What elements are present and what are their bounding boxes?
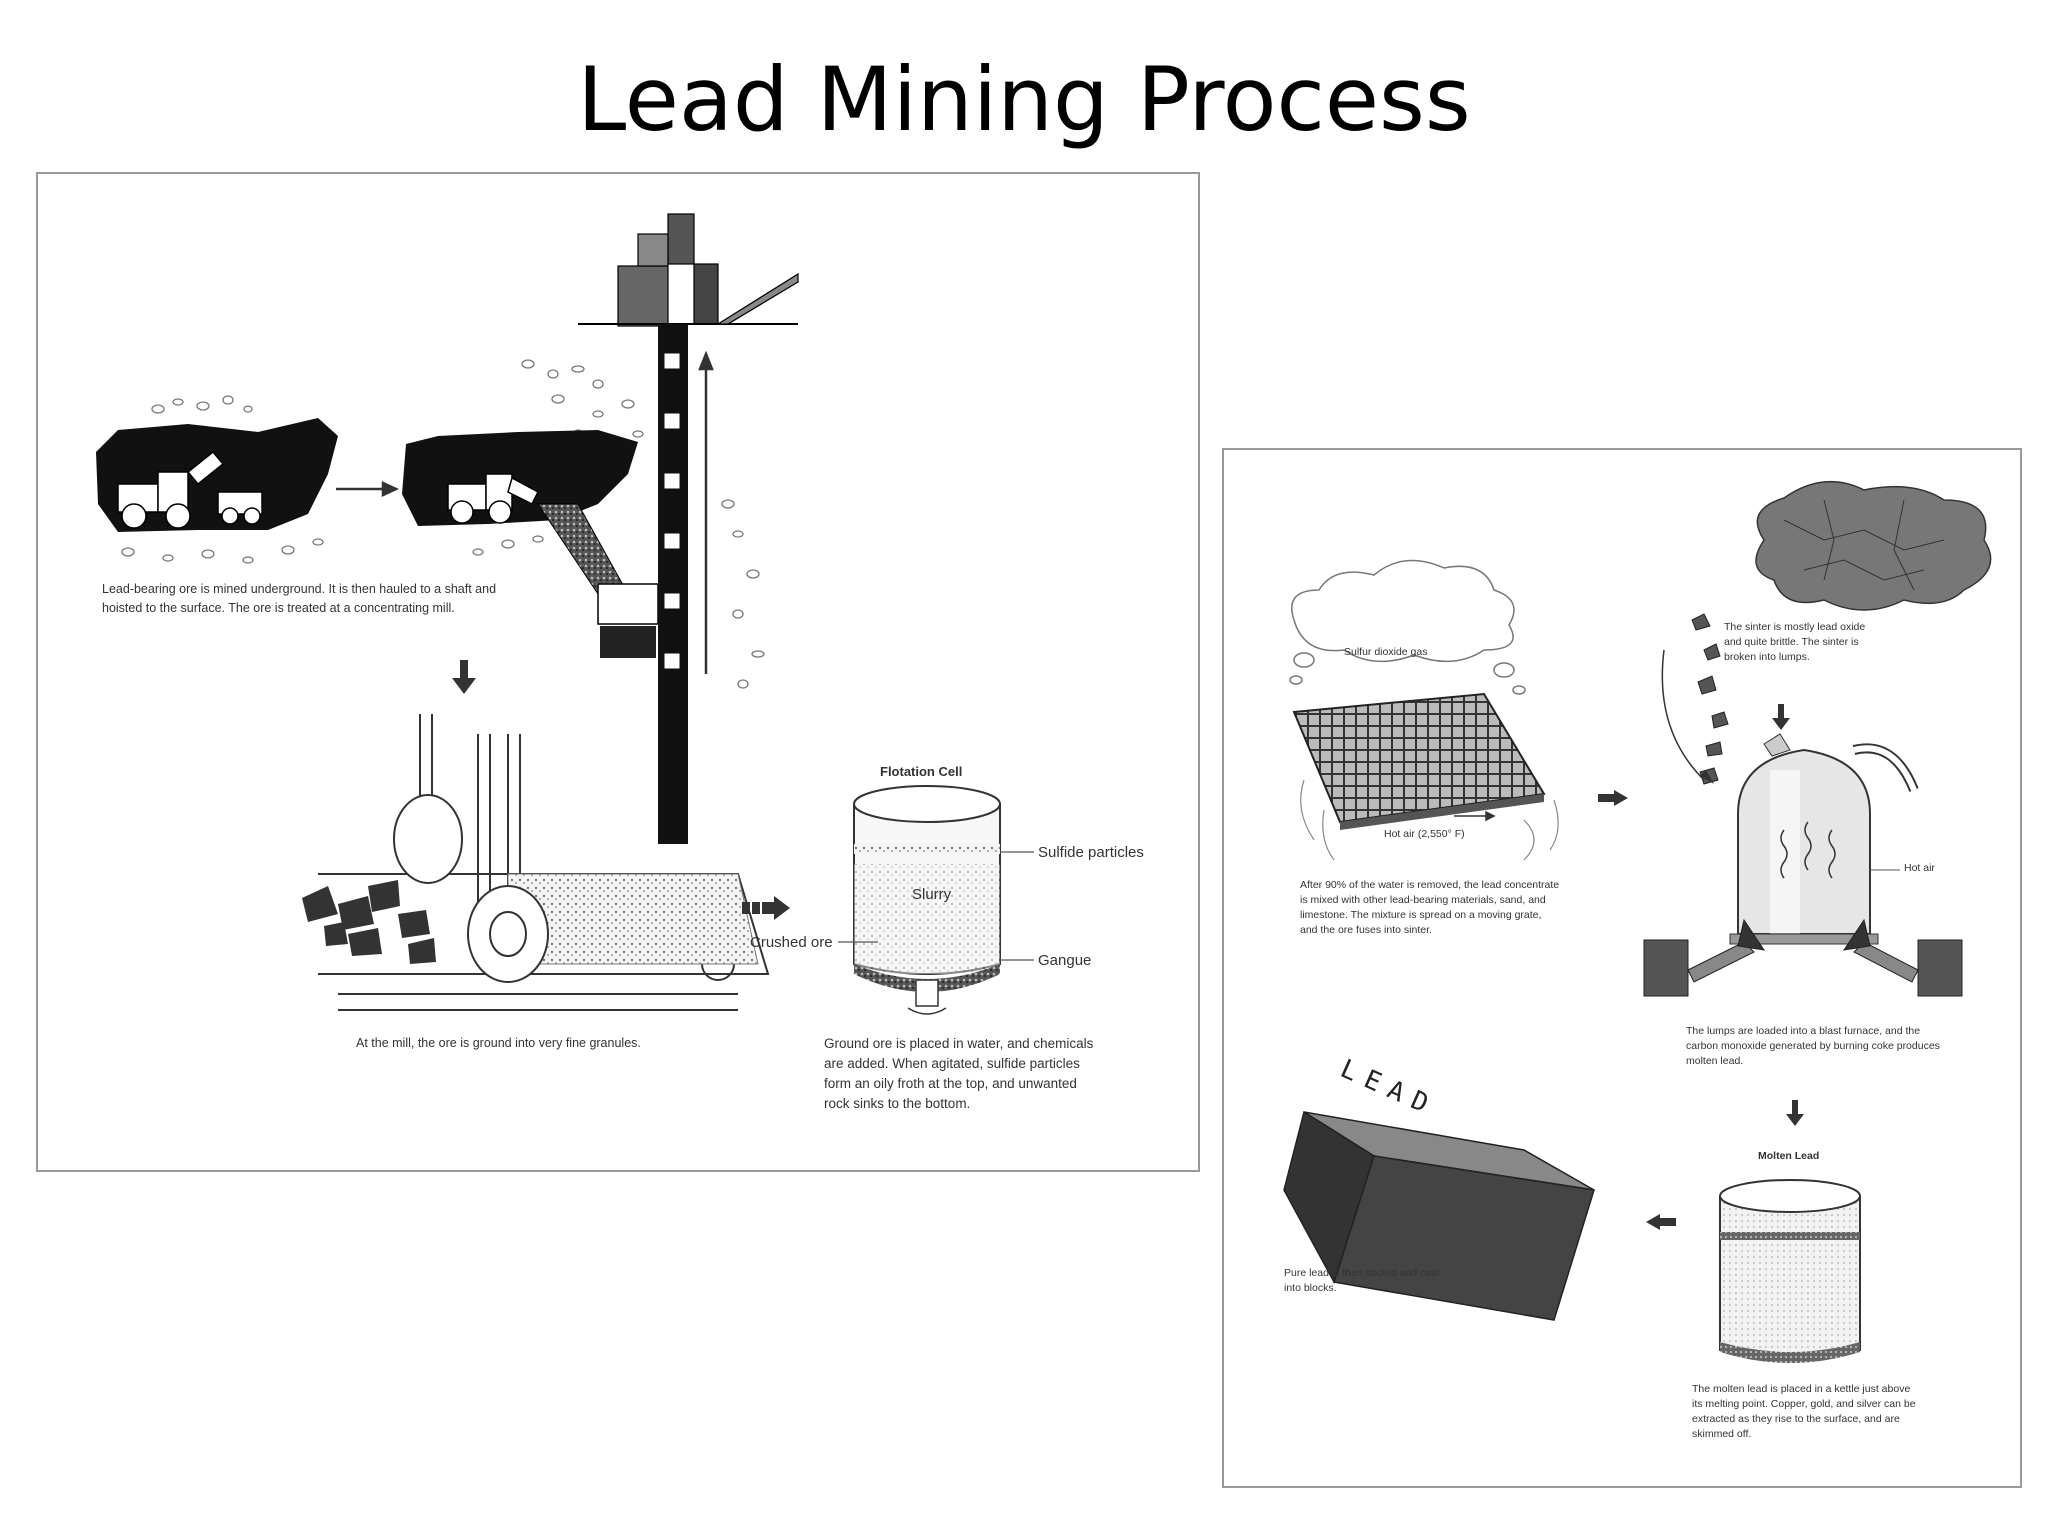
label-sulfide-particles: Sulfide particles [1038,844,1144,861]
tunnel-2 [402,430,638,526]
gas-cloud [1291,559,1515,663]
caption-sinter-process: After 90% of the water is removed, the l… [1300,879,1560,936]
lead-ingot [1283,1110,1595,1321]
leader-lines [838,851,1034,961]
smelting-illustration [1283,480,1992,1363]
skip-car [600,626,656,658]
hoist-arrow [698,350,714,674]
flow-arrow-down-2 [1786,1100,1804,1126]
gas-bubbles [1289,652,1526,695]
smelting-diagram-panel: LEAD Sulfur dioxide gas Hot air (2,550° … [1222,448,2022,1488]
caption-blast-furnace: The lumps are loaded into a blast furnac… [1686,1025,1940,1067]
sinter-lumps [1691,613,1729,785]
crushed-ore-chunks [302,880,436,964]
mining-illustration [96,213,1034,1015]
flow-arrow-down-1 [1772,704,1790,730]
drop-arrow-curve [1661,649,1705,781]
grinding-mill [318,714,770,1011]
shaft-buckets [664,353,680,669]
flow-arrow [336,481,399,497]
ore-hopper [597,583,659,625]
label-slurry: Slurry [912,886,952,903]
label-sulfur-dioxide-gas: Sulfur dioxide gas [1344,646,1428,658]
blast-furnace [1729,733,1919,945]
caption-mine: Lead-bearing ore is mined underground. I… [102,582,497,615]
molten-lead-kettle [1719,1179,1861,1363]
flow-arrow-right [1598,790,1628,806]
roller [393,794,549,983]
label-crushed-ore: Crushed ore [750,934,833,951]
molten-lead-title: Molten Lead [1758,1150,1820,1162]
label-hot-air-grate: Hot air (2,550° F) [1384,828,1465,840]
caption-kettle: The molten lead is placed in a kettle ju… [1692,1383,1916,1440]
rock-scatter [121,359,765,689]
flotation-cell [853,785,1001,1015]
mine-shaft [658,324,688,844]
caption-ingot: Pure lead is then cooled and cast into b… [1284,1267,1440,1294]
sinter-cracks [1783,499,1945,591]
flotation-cell-title: Flotation Cell [880,764,963,779]
tuyeres [1643,918,1963,997]
headframe [578,213,799,327]
sinter-chunk [1755,480,1992,611]
heat-wisps [1300,779,1559,861]
caption-sinter: The sinter is mostly lead oxide and quit… [1724,621,1866,663]
flow-arrow-right [742,896,790,920]
loader-truck-2 [447,473,539,524]
label-hot-air-furnace: Hot air [1904,862,1935,874]
loader-truck-1 [117,450,263,529]
mining-diagram-panel: Lead-bearing ore is mined underground. I… [36,172,1200,1172]
flow-arrow-down [452,660,476,694]
page-title: Lead Mining Process [577,48,1471,151]
hot-air-arrow [1454,810,1496,822]
flow-arrow-left [1646,1214,1676,1230]
heat-squiggles [1780,821,1836,879]
caption-flotation: Ground ore is placed in water, and chemi… [824,1036,1094,1111]
caption-mill: At the mill, the ore is ground into very… [356,1036,641,1050]
label-gangue: Gangue [1038,952,1092,969]
ore-chute [537,503,629,595]
